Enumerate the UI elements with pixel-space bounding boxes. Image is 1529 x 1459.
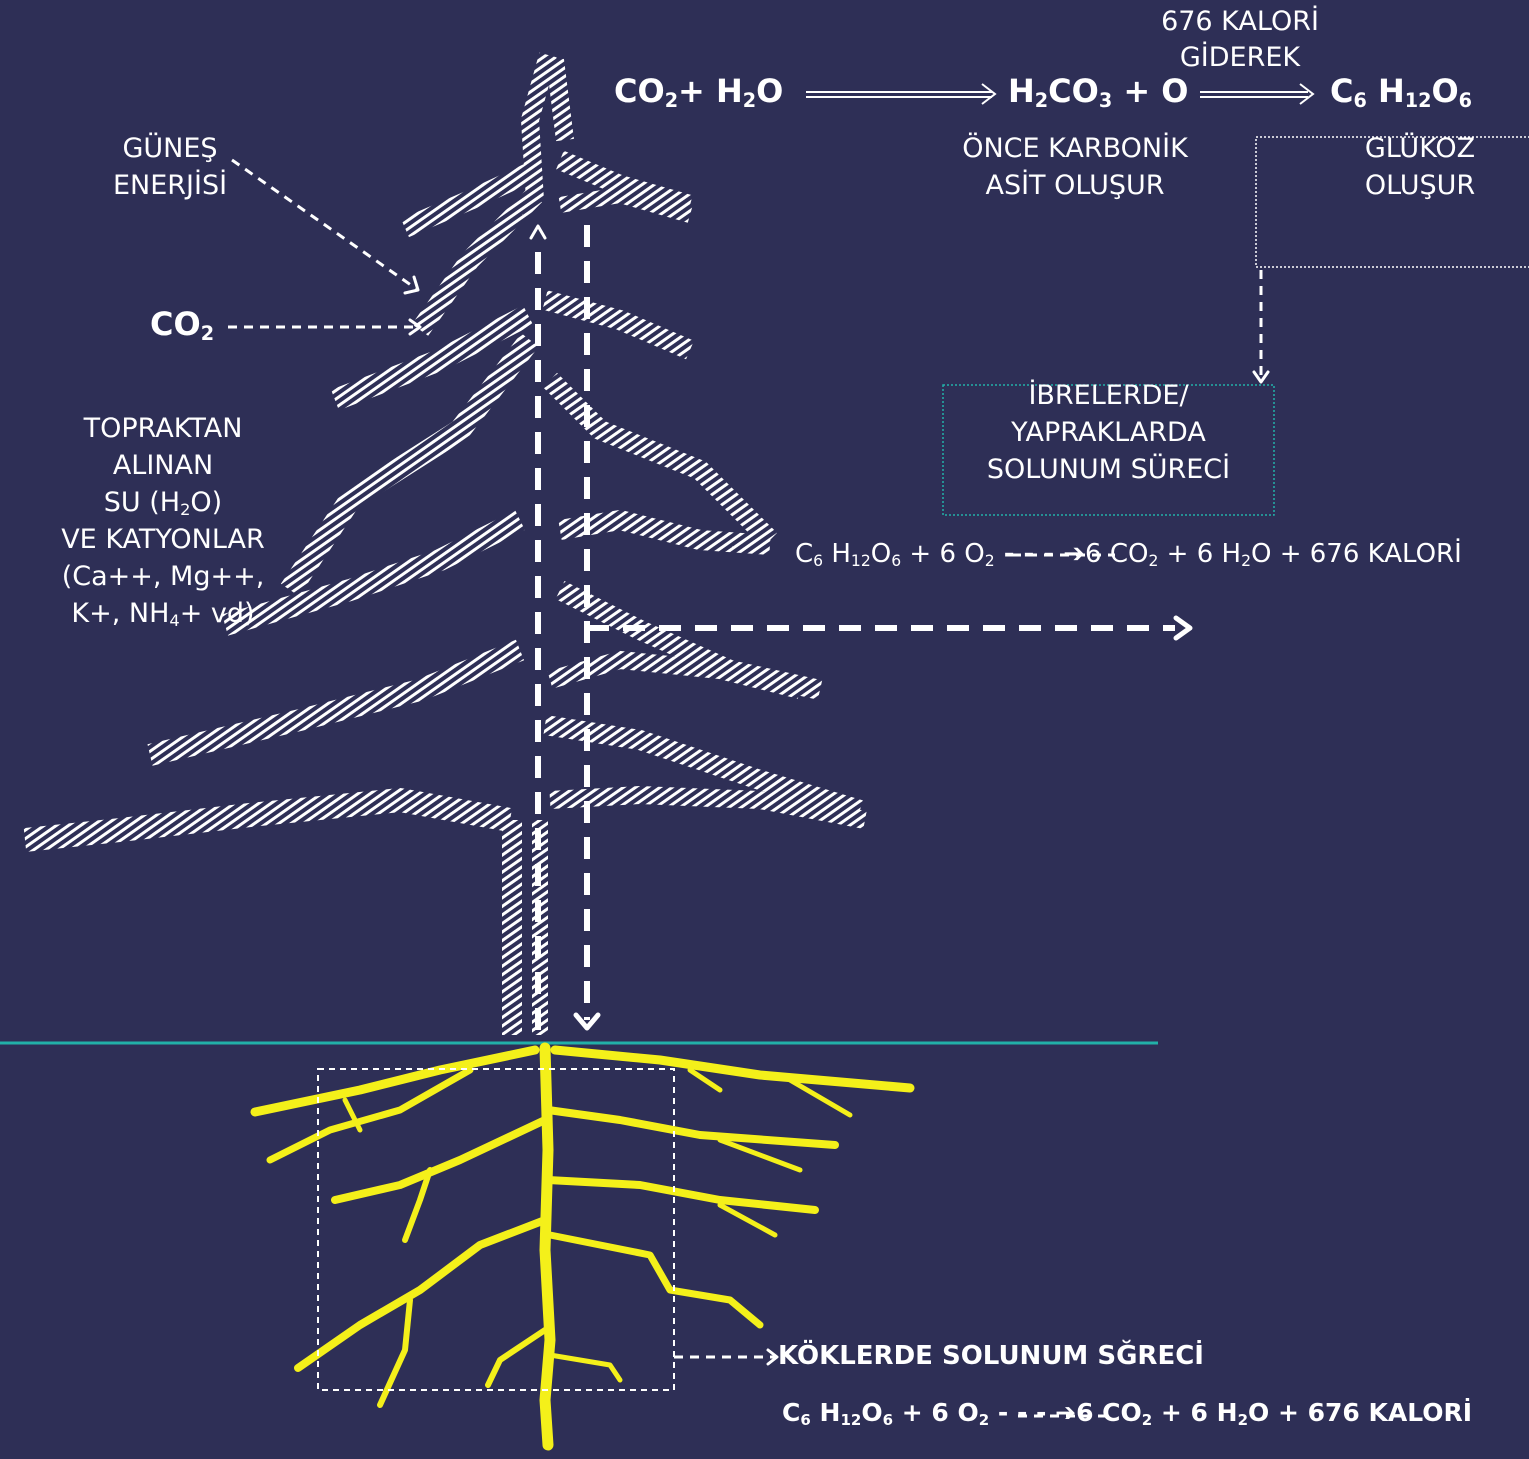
arrow-1-head [982,84,995,104]
arrow-2-head [1300,84,1313,104]
glucose-note: GLÜKOZ OLUŞUR [1340,130,1500,204]
root-right-6 [548,1180,815,1210]
root-left-1 [255,1050,535,1112]
root-left-6 [380,1300,410,1405]
arrow-2-line [1200,92,1308,97]
branch-left-6 [150,650,520,755]
export-right-head [1176,618,1190,638]
root-right-7 [720,1205,775,1235]
sun-arrow-head [405,277,418,293]
eq-top-h2co3: H2CO3 + O [1008,72,1188,110]
arrow-1-line [806,92,992,97]
carbonic-acid-note: ÖNCE KARBONİK ASİT OLUŞUR [935,130,1215,204]
branch-left-7 [25,800,510,840]
root-left-7 [488,1330,545,1385]
sun-line1: GÜNEŞ [95,130,245,167]
eq-top-co2-h2o: CO2+ H2O [614,72,783,110]
root-respiration-label: KÖKLERDE SOLUNUM SĞRECİ [778,1341,1204,1371]
branch-right-3 [545,300,690,350]
leaf-respiration-box: İBRELERDE/ YAPRAKLARDA SOLUNUM SÜRECİ [943,377,1274,488]
root-left-5 [298,1220,545,1368]
xylem-up-head [531,226,545,238]
thick-dashed-arrows [538,225,1175,1030]
root-right-8 [550,1235,760,1325]
energy-note: 676 KALORİ GİDEREK [1140,4,1340,76]
sun-line2: ENERJİSİ [95,167,245,204]
root-right-4 [548,1110,835,1145]
phloem-down-head [576,1015,598,1028]
eq-top-glucose: C6 H12O6 [1330,72,1472,110]
leaf-respiration-equation: C6 H12O6 + 6 O2 - - - ➔6 CO2 + 6 H2O + 6… [795,536,1462,573]
soil-intake-label: TOPRAKTAN ALINAN SU (H2O) VE KATYONLAR (… [40,410,286,632]
root-right-9 [550,1355,620,1380]
sun-energy-label: GÜNEŞ ENERJİSİ [95,130,245,204]
sun-arrow-line [232,160,418,290]
roots [255,1048,910,1445]
root-left-3 [335,1120,545,1200]
root-respiration-equation: C6 H12O6 + 6 O2 - - - ➔6 CO2 + 6 H2O + 6… [782,1398,1472,1427]
branch-right-4 [550,380,770,540]
co2-label: CO2 [150,305,214,343]
root-right-2 [690,1070,720,1090]
dashed-arrows [228,160,1261,1416]
branch-right-5 [560,520,770,545]
